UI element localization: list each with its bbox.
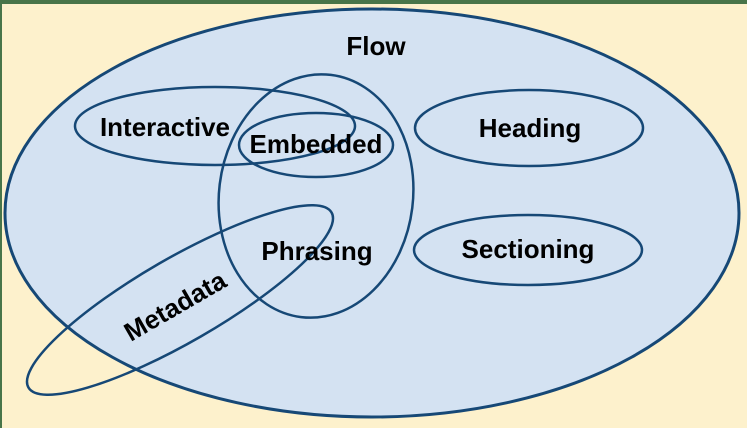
heading-label: Heading bbox=[479, 113, 582, 143]
flow-set-ellipse bbox=[3, 7, 741, 419]
heading-set-ellipse bbox=[413, 88, 645, 168]
phrasing-label: Phrasing bbox=[261, 236, 372, 266]
interactive-label: Interactive bbox=[100, 112, 230, 142]
sectioning-label: Sectioning bbox=[462, 234, 595, 264]
metadata-set-ellipse bbox=[25, 203, 335, 397]
flow-label: Flow bbox=[346, 31, 406, 61]
embedded-label: Embedded bbox=[250, 129, 383, 159]
embedded-set-ellipse bbox=[237, 111, 395, 179]
sectioning-set-ellipse bbox=[412, 213, 644, 287]
phrasing-set-ellipse bbox=[217, 73, 415, 319]
interactive-set-ellipse bbox=[73, 85, 357, 167]
